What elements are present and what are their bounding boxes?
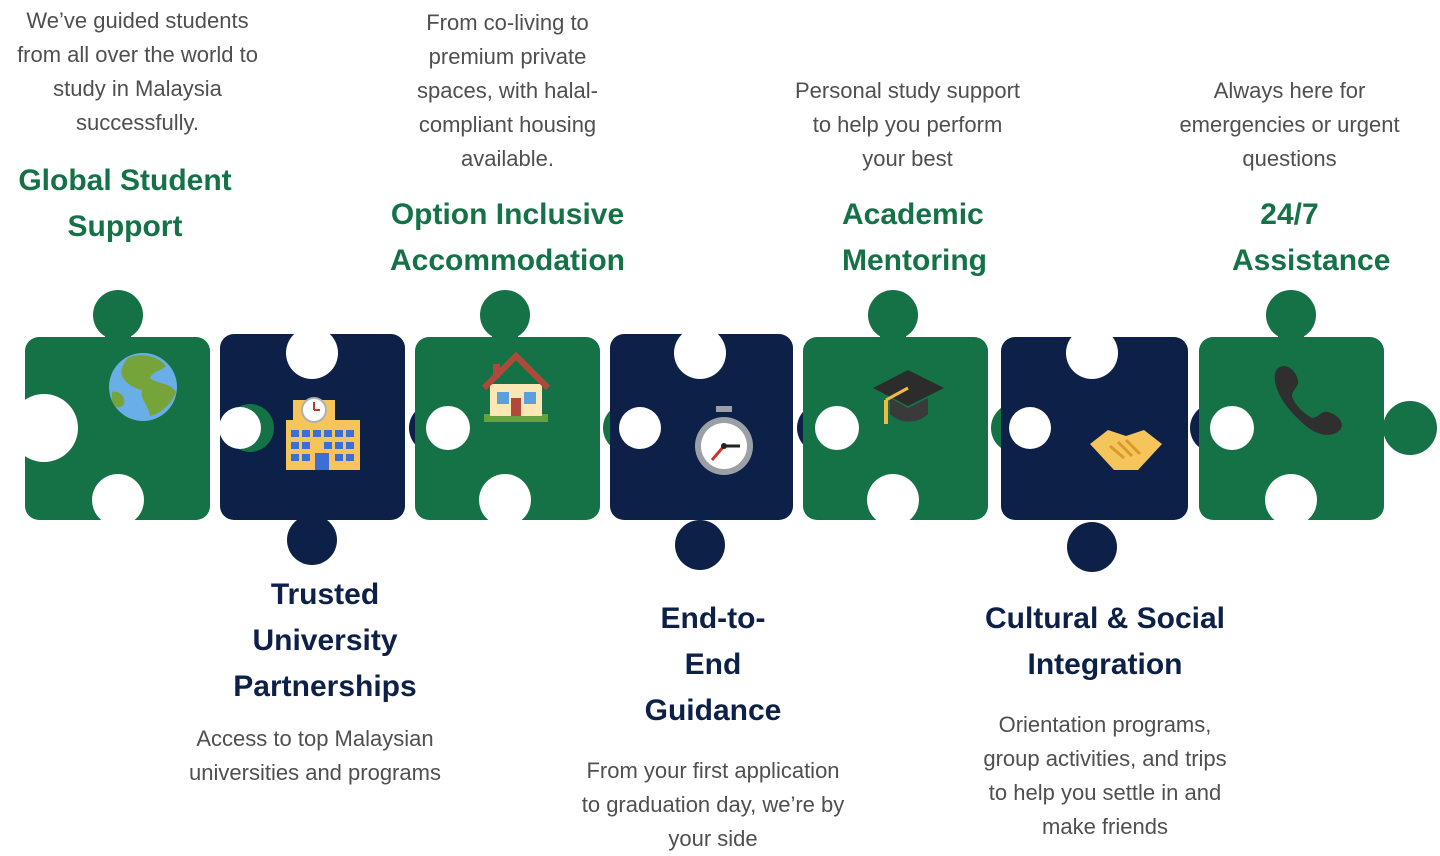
school-building-icon <box>286 397 360 470</box>
puzzle-piece-1 <box>10 290 210 526</box>
puzzle-piece-7 <box>1199 290 1437 526</box>
item-title: Cultural & Social Integration <box>984 602 1226 681</box>
item-accommodation: From co-living to premium private spaces… <box>380 6 635 284</box>
item-title: Trusted University Partnerships <box>233 578 417 703</box>
item-description: We’ve guided students from all over the … <box>17 8 258 135</box>
item-description: Access to top Malaysian universities and… <box>189 726 441 785</box>
house-icon <box>481 351 551 422</box>
item-title: Global Student Support <box>18 164 232 243</box>
item-title: End-to-End Guidance <box>644 602 782 727</box>
item-description: From your first application to graduatio… <box>581 758 845 851</box>
item-cultural-integration: Cultural & Social Integration Orientatio… <box>965 596 1245 844</box>
item-global-support: We’ve guided students from all over the … <box>15 4 260 250</box>
item-title: Option Inclusive Accommodation <box>389 198 626 277</box>
item-academic-mentoring: Personal study support to help you perfo… <box>780 74 1035 284</box>
telephone-icon <box>1274 366 1342 435</box>
globe-icon <box>109 353 177 421</box>
handshake-icon <box>1090 430 1162 470</box>
stopwatch-icon <box>695 406 753 475</box>
item-title: 24/7 Assistance <box>1232 198 1391 277</box>
puzzle-piece-6 <box>1001 327 1240 572</box>
item-end-to-end-guidance: End-to-End Guidance From your first appl… <box>578 596 848 856</box>
item-description: Always here for emergencies or urgent qu… <box>1179 78 1400 171</box>
graduation-cap-icon <box>873 370 944 424</box>
item-description: Orientation programs, group activities, … <box>983 712 1227 839</box>
item-assistance: Always here for emergencies or urgent qu… <box>1162 74 1417 284</box>
item-title: Academic Mentoring <box>842 198 987 277</box>
item-description: From co-living to premium private spaces… <box>417 10 598 171</box>
item-university-partnerships: Trusted University Partnerships Access t… <box>189 572 455 790</box>
item-description: Personal study support to help you perfo… <box>794 78 1021 171</box>
